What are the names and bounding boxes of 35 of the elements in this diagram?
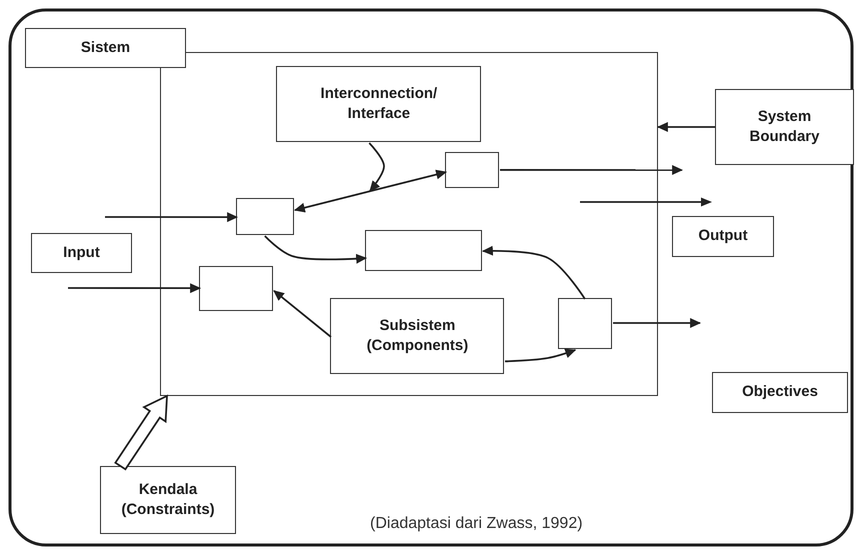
block-arrow	[114, 394, 168, 471]
constraints-box	[100, 466, 236, 534]
boundary-label-box	[715, 89, 854, 165]
node-label: Input	[63, 242, 100, 263]
node-label: Objectives	[742, 382, 818, 402]
component-box	[236, 198, 294, 236]
arrow	[656, 122, 715, 132]
objectives-box	[712, 372, 848, 413]
component-box	[445, 152, 500, 188]
arrow	[368, 142, 385, 192]
node-label: Interconnection/ Interface	[320, 84, 438, 124]
node-label: Subsistem (Components)	[366, 316, 470, 356]
component-box	[365, 230, 482, 272]
source-caption: (Diadaptasi dari Zwass, 1992)	[370, 515, 583, 533]
node-label: Sistem	[80, 38, 130, 58]
arrow	[264, 235, 368, 264]
arrow	[294, 170, 448, 212]
arrow	[68, 283, 202, 294]
component-box	[160, 52, 658, 396]
interface-box	[276, 66, 482, 142]
arrow	[482, 246, 586, 300]
arrow	[504, 348, 576, 362]
arrow	[500, 165, 684, 175]
system-title-box	[25, 28, 186, 68]
arrow	[273, 290, 332, 338]
node-label: Kendala (Constraints)	[120, 480, 216, 520]
input-box	[31, 233, 132, 273]
node-label: Output	[698, 226, 748, 246]
subsystem-box	[330, 298, 504, 374]
arrow	[105, 212, 238, 222]
arrow	[613, 318, 702, 328]
component-box	[199, 266, 274, 312]
component-box	[558, 298, 612, 350]
output-box	[672, 216, 774, 257]
node-label: System Boundary	[748, 106, 820, 147]
